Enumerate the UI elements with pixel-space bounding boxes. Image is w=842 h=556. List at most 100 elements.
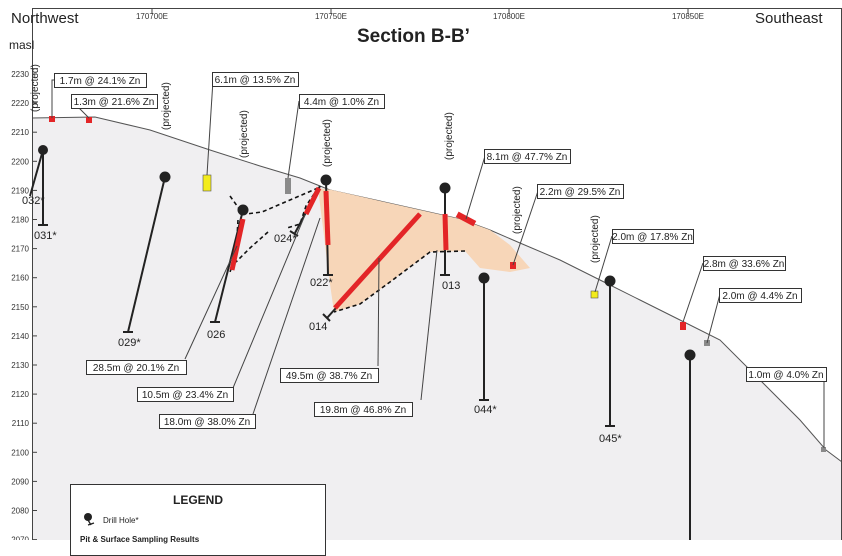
drill-hole-026: [210, 204, 249, 323]
sample-grey-1: [285, 178, 291, 194]
projected-label: (projected): [590, 215, 601, 263]
sample-yellow-1: [202, 174, 212, 192]
drill-hole-id-label: 024*: [274, 233, 297, 245]
elevation-label: 2220: [11, 99, 29, 108]
intercept-callout: 8.1m @ 47.7% Zn: [484, 149, 571, 164]
west-lens-outline: [229, 187, 319, 273]
ore-zone: [318, 188, 530, 312]
easting-ticks: [151, 8, 689, 14]
section-drawing: 170700E 170750E 170800E 170850E 2230 2220 2210…: [11, 8, 842, 549]
intercept-callout: 2.0m @ 4.4% Zn: [719, 288, 802, 303]
easting-label: 170800E: [493, 12, 525, 21]
intercept-callout: 2.8m @ 33.6% Zn: [703, 256, 786, 271]
elevation-label: 2180: [11, 216, 29, 225]
section-title: Section B-B’: [357, 26, 470, 47]
drill-hole-id-label: 045*: [599, 433, 622, 445]
easting-label: 170850E: [672, 12, 704, 21]
elevation-label: 2210: [11, 128, 29, 137]
drill-hole-id-label: 031*: [34, 230, 57, 242]
intercept-callout: 28.5m @ 20.1% Zn: [86, 360, 187, 375]
legend-box: LEGEND Drill Hole* Pit & Surface Samplin…: [70, 484, 326, 556]
elevation-label: 2090: [11, 477, 29, 486]
svg-text:19.8m @ 46.8% Zn: 19.8m @ 46.8% Zn: [320, 405, 406, 416]
ground-section: [32, 117, 842, 540]
svg-text:49.5m @ 38.7% Zn: 49.5m @ 38.7% Zn: [286, 371, 372, 382]
drill-hole-id-label: 014: [309, 321, 327, 333]
cross-section-diagram: 170700E 170750E 170800E 170850E 2230 2220 2210…: [9, 8, 842, 556]
intercept-callout: 4.4m @ 1.0% Zn: [299, 94, 385, 109]
drill-hole-029: [123, 171, 171, 333]
drill-hole-id-label: 032*: [22, 195, 45, 207]
intercept-callout: 10.5m @ 23.4% Zn: [137, 387, 234, 402]
southeast-label: Southeast: [755, 10, 823, 27]
legend-title: LEGEND: [172, 493, 223, 507]
svg-text:2.2m @ 29.5% Zn: 2.2m @ 29.5% Zn: [540, 187, 621, 198]
drill-hole-031: [38, 150, 48, 226]
projected-label: (projected): [322, 119, 333, 167]
elevation-label: 2170: [11, 245, 29, 254]
sample-grey-3: [821, 447, 826, 452]
drill-hole-id-label: 026: [207, 329, 225, 341]
intercept-callout: 2.0m @ 17.8% Zn: [612, 229, 694, 244]
elevation-label: 2120: [11, 390, 29, 399]
intercept-callout: 1.0m @ 4.0% Zn: [746, 367, 827, 382]
northwest-label: Northwest: [11, 10, 79, 27]
elevation-label: 2230: [11, 70, 29, 79]
intercept-callout: 1.7m @ 24.1% Zn: [54, 73, 147, 88]
drill-hole-014: [322, 212, 422, 322]
intercept-callout: 18.0m @ 38.0% Zn: [159, 414, 256, 429]
elevation-label: 2130: [11, 361, 29, 370]
svg-text:2.0m @ 4.4% Zn: 2.0m @ 4.4% Zn: [722, 291, 797, 302]
projected-label: (projected): [161, 82, 172, 130]
easting-label: 170700E: [136, 12, 168, 21]
label-layer: 170700E 170750E 170800E 170850E 2230 2220 2210…: [11, 12, 827, 545]
elevation-label: 2160: [11, 274, 29, 283]
intercept-callout: 2.2m @ 29.5% Zn: [537, 184, 624, 199]
drill-hole-id-label: 013: [442, 280, 460, 292]
elevation-label: 2070: [11, 536, 29, 540]
leader-lines: [51, 79, 825, 448]
svg-text:1.7m @ 24.1% Zn: 1.7m @ 24.1% Zn: [60, 76, 141, 87]
svg-text:18.0m @ 38.0% Zn: 18.0m @ 38.0% Zn: [164, 417, 250, 428]
elevation-label: 2080: [11, 507, 29, 516]
intercept-callout: 6.1m @ 13.5% Zn: [212, 72, 299, 87]
elevation-label: 2150: [11, 303, 29, 312]
intercept-callout: 1.3m @ 21.6% Zn: [71, 94, 158, 109]
svg-text:1.3m @ 21.6% Zn: 1.3m @ 21.6% Zn: [74, 97, 155, 108]
svg-text:6.1m @ 13.5% Zn: 6.1m @ 13.5% Zn: [215, 75, 296, 86]
projected-label: (projected): [239, 110, 250, 158]
easting-label: 170750E: [315, 12, 347, 21]
drill-hole-013: [439, 182, 451, 276]
drill-hole-id-label: 044*: [474, 404, 497, 416]
svg-text:4.4m @ 1.0% Zn: 4.4m @ 1.0% Zn: [304, 97, 379, 108]
projected-label: (projected): [444, 112, 455, 160]
drill-hole-022: [320, 174, 333, 276]
projected-label: (projected): [512, 186, 523, 234]
drill-hole-east: [684, 349, 696, 540]
drill-hole-045: [604, 275, 616, 427]
sample-red-4: [680, 322, 686, 330]
legend-drill-hole-label: Drill Hole*: [103, 516, 139, 525]
elevation-label: 2110: [12, 419, 30, 428]
elevation-label: 2200: [11, 157, 29, 166]
svg-text:8.1m @ 47.7% Zn: 8.1m @ 47.7% Zn: [487, 152, 568, 163]
sample-red-2: [86, 117, 92, 123]
sample-yellow-2: [590, 290, 599, 299]
projected-label: (projected): [30, 64, 41, 112]
elevation-unit-label: masl: [9, 38, 35, 52]
drill-hole-id-label: 022*: [310, 277, 333, 289]
drill-hole-044: [478, 272, 490, 401]
sample-red-3: [510, 262, 516, 269]
svg-text:2.0m @ 17.8% Zn: 2.0m @ 17.8% Zn: [612, 232, 693, 243]
elevation-label: 2100: [11, 448, 29, 457]
svg-text:28.5m @ 20.1% Zn: 28.5m @ 20.1% Zn: [93, 363, 179, 374]
svg-text:10.5m @ 23.4% Zn: 10.5m @ 23.4% Zn: [142, 390, 228, 401]
sample-red-1: [49, 116, 55, 122]
ore-zone-outline: [333, 250, 466, 313]
drill-hole-id-label: 029*: [118, 337, 141, 349]
intercept-callout: 19.8m @ 46.8% Zn: [314, 402, 413, 417]
svg-text:2.8m @ 33.6% Zn: 2.8m @ 33.6% Zn: [704, 259, 785, 270]
elevation-label: 2190: [11, 186, 29, 195]
intercept-callout: 49.5m @ 38.7% Zn: [280, 368, 379, 383]
elevation-label: 2140: [11, 332, 29, 341]
